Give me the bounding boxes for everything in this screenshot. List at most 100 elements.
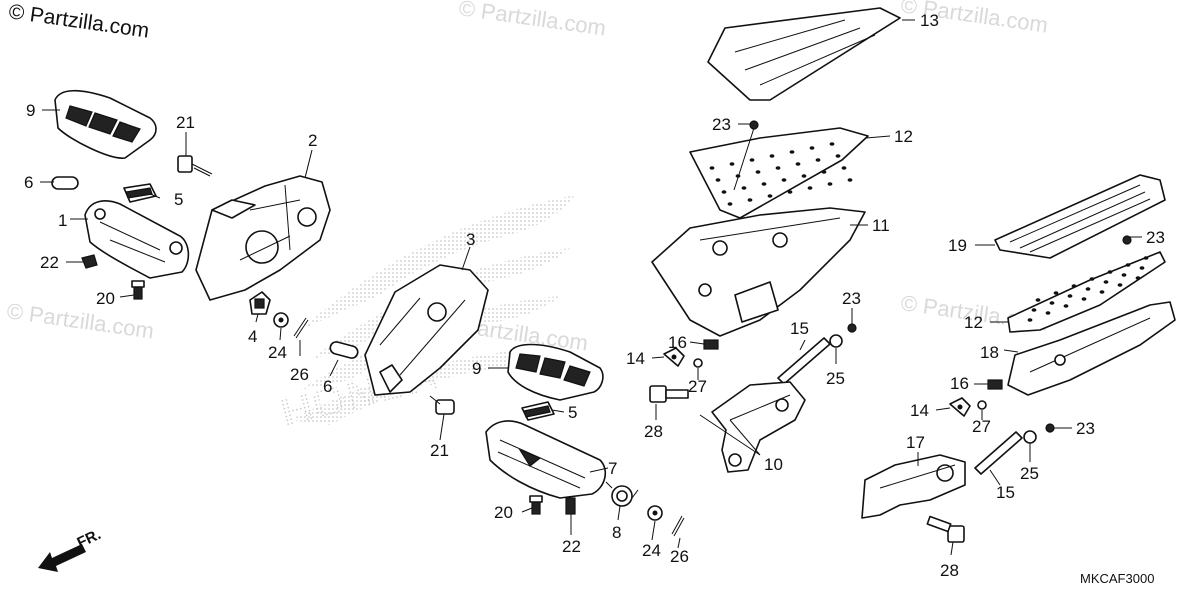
front-direction-arrow: FR. bbox=[38, 526, 104, 572]
callout-26-center: 26 bbox=[670, 547, 689, 566]
part-17-bracket bbox=[861, 454, 966, 519]
callout-14-right: 14 bbox=[910, 401, 929, 420]
plate-hole bbox=[741, 186, 747, 190]
part-9-rubber-pad bbox=[54, 89, 157, 159]
part-18-step-body bbox=[1007, 301, 1176, 396]
part-25-washer-right bbox=[1023, 430, 1037, 444]
callout-9: 9 bbox=[26, 101, 35, 120]
callout-23-b: 23 bbox=[842, 289, 861, 308]
plate-hole bbox=[769, 154, 775, 158]
part-16-spring bbox=[703, 339, 719, 350]
part-11-step-body bbox=[651, 207, 866, 337]
callout-6-center: 6 bbox=[323, 377, 332, 396]
callout-17: 17 bbox=[906, 433, 925, 452]
plate-hole bbox=[715, 178, 721, 182]
callout-12: 12 bbox=[894, 127, 913, 146]
callout-25-right: 25 bbox=[1020, 464, 1039, 483]
callout-7: 7 bbox=[608, 459, 617, 478]
callout-20: 20 bbox=[96, 289, 115, 308]
plate-hole bbox=[747, 198, 753, 202]
part-5-clip-center bbox=[521, 401, 555, 421]
plate-hole bbox=[1143, 256, 1149, 260]
plate-hole bbox=[847, 178, 853, 182]
part-15-pin bbox=[777, 337, 831, 385]
part-19-rubber bbox=[994, 174, 1166, 259]
plate-hole bbox=[807, 186, 813, 190]
plate-hole bbox=[1117, 283, 1123, 287]
callout-12-right: 12 bbox=[964, 313, 983, 332]
callout-23-d: 23 bbox=[1076, 419, 1095, 438]
part-7-step bbox=[485, 420, 607, 499]
plate-hole bbox=[1067, 294, 1073, 298]
part-24-washer bbox=[273, 312, 289, 328]
plate-hole bbox=[721, 190, 727, 194]
plate-hole bbox=[795, 162, 801, 166]
callout-15-right: 15 bbox=[996, 483, 1015, 502]
watermark-text: © Partzilla.com bbox=[457, 0, 607, 41]
plate-hole bbox=[1027, 318, 1033, 322]
part-23-screw-d bbox=[1045, 423, 1055, 433]
plate-hole bbox=[1125, 263, 1131, 267]
part-10-bracket bbox=[711, 381, 806, 473]
part-12-plate bbox=[689, 127, 869, 219]
callout-6: 6 bbox=[24, 173, 33, 192]
part-23-screw-b bbox=[847, 323, 857, 333]
plate-hole bbox=[727, 202, 733, 206]
part-20-bolt-center bbox=[529, 495, 543, 515]
plate-hole bbox=[1121, 273, 1127, 277]
plate-holes bbox=[1027, 256, 1149, 322]
part-6-pin-center bbox=[329, 341, 359, 359]
plate-hole bbox=[841, 166, 847, 170]
plate-hole bbox=[809, 146, 815, 150]
callout-9-center: 9 bbox=[472, 359, 481, 378]
callout-3: 3 bbox=[466, 230, 475, 249]
callout-19: 19 bbox=[948, 236, 967, 255]
callout-8: 8 bbox=[612, 523, 621, 542]
callout-22-center: 22 bbox=[562, 537, 581, 556]
part-2-bracket bbox=[195, 175, 331, 301]
part-28-bolt-right bbox=[926, 515, 965, 543]
callout-23: 23 bbox=[712, 115, 731, 134]
part-21-bolt-center bbox=[429, 395, 455, 415]
part-23-screw-c bbox=[1122, 235, 1132, 245]
part-15-pin-right bbox=[974, 431, 1023, 475]
part-14-clip bbox=[663, 347, 685, 367]
part-27-ball bbox=[693, 358, 703, 368]
callout-22: 22 bbox=[40, 253, 59, 272]
callout-13: 13 bbox=[920, 11, 939, 30]
part-9-rubber-pad-center bbox=[507, 343, 604, 401]
leader-lines bbox=[40, 19, 1142, 556]
callout-4: 4 bbox=[248, 327, 257, 346]
callout-20-center: 20 bbox=[494, 503, 513, 522]
callout-27-right: 27 bbox=[972, 417, 991, 436]
plate-hole bbox=[1089, 277, 1095, 281]
plate-hole bbox=[761, 182, 767, 186]
part-16-spring-right bbox=[987, 379, 1003, 390]
callout-5: 5 bbox=[174, 190, 183, 209]
plate-hole bbox=[781, 178, 787, 182]
callout-23-c: 23 bbox=[1146, 228, 1165, 247]
plate-hole bbox=[1103, 280, 1109, 284]
callout-labels: 9 21 6 5 1 22 20 2 4 24 26 3 6 21 9 5 7 … bbox=[24, 11, 1165, 580]
callout-14: 14 bbox=[626, 349, 645, 368]
plate-hole bbox=[1063, 304, 1069, 308]
part-22-bolt-center bbox=[565, 497, 576, 515]
callout-21-center: 21 bbox=[430, 441, 449, 460]
plate-hole bbox=[1031, 308, 1037, 312]
plate-hole bbox=[1135, 276, 1141, 280]
callout-1: 1 bbox=[58, 211, 67, 230]
callout-16: 16 bbox=[668, 333, 687, 352]
plate-hole bbox=[821, 170, 827, 174]
callout-18: 18 bbox=[980, 343, 999, 362]
plate-hole bbox=[789, 150, 795, 154]
callout-16-right: 16 bbox=[950, 374, 969, 393]
plate-hole bbox=[1071, 284, 1077, 288]
callout-21: 21 bbox=[176, 113, 195, 132]
copyright-text: © Partzilla.com bbox=[7, 0, 150, 42]
plate-hole bbox=[827, 182, 833, 186]
front-label: FR. bbox=[75, 526, 104, 552]
part-8-spring bbox=[605, 481, 639, 507]
part-3-cover bbox=[364, 264, 489, 396]
plate-hole bbox=[709, 166, 715, 170]
